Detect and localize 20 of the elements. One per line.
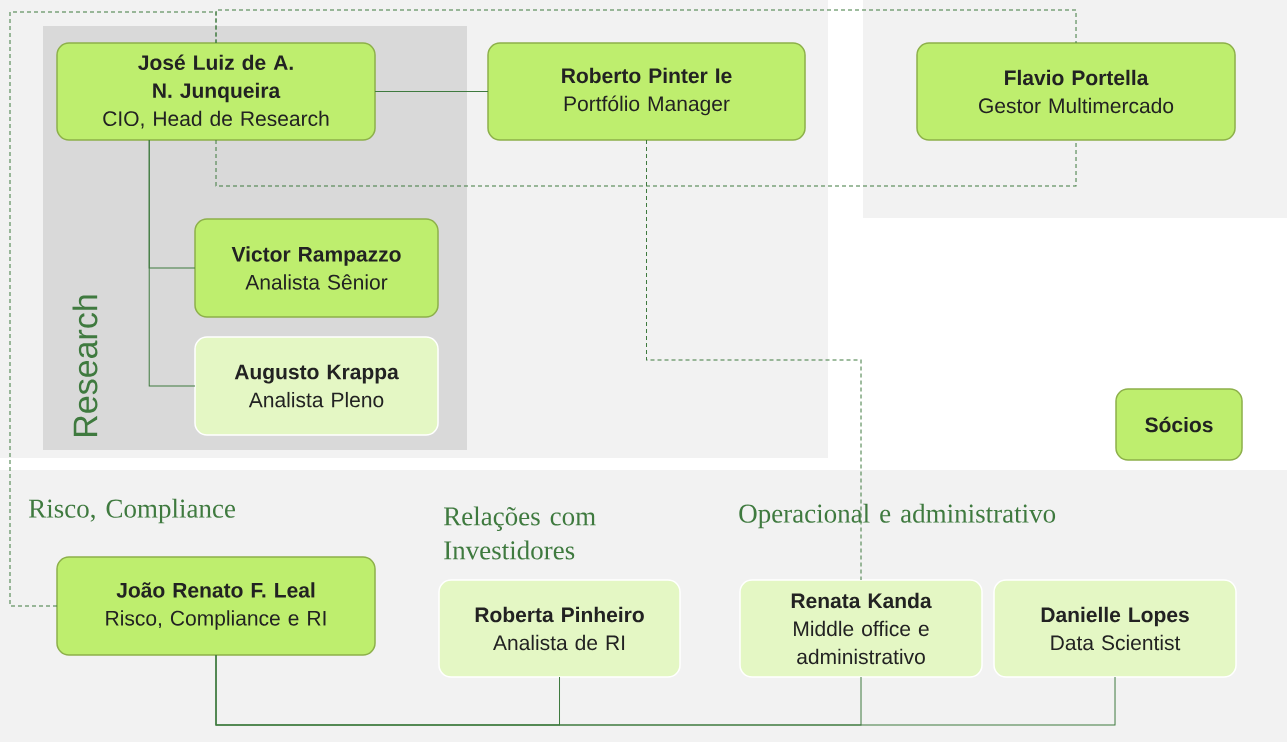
person-box: Augusto Krappa Analista Pleno [194, 336, 439, 436]
person-box: José Luiz de A. N. Junqueira CIO, Head de Research [56, 42, 376, 141]
person-box: Roberto Pinter Ie Portfólio Manager [487, 42, 806, 141]
connector-line [374, 91, 489, 92]
connector-line [9, 11, 217, 607]
section-heading: Operacional e administrativo [739, 503, 1056, 529]
person-box: Flavio Portella Gestor Multimercado [916, 42, 1236, 141]
connector-line [148, 139, 196, 387]
person-box: João Renato F. Leal Risco, Compliance e RI [56, 556, 376, 656]
person-box: Victor Rampazzo Analista Sênior [194, 218, 439, 318]
connector-line [215, 9, 1077, 44]
person-box: Renata Kanda Middle office e administrativo [739, 579, 983, 678]
section-heading: Risco, Compliance [29, 498, 235, 524]
person-box: Roberta Pinheiro Analista de RI [438, 579, 681, 678]
person-box: Danielle Lopes Data Scientist [993, 579, 1237, 678]
connector-line [215, 654, 1116, 726]
section-heading: Relações com Investidores [444, 506, 596, 560]
connector-line [646, 139, 862, 581]
connector-line [215, 139, 1077, 187]
person-box: Sócios [1115, 388, 1243, 461]
